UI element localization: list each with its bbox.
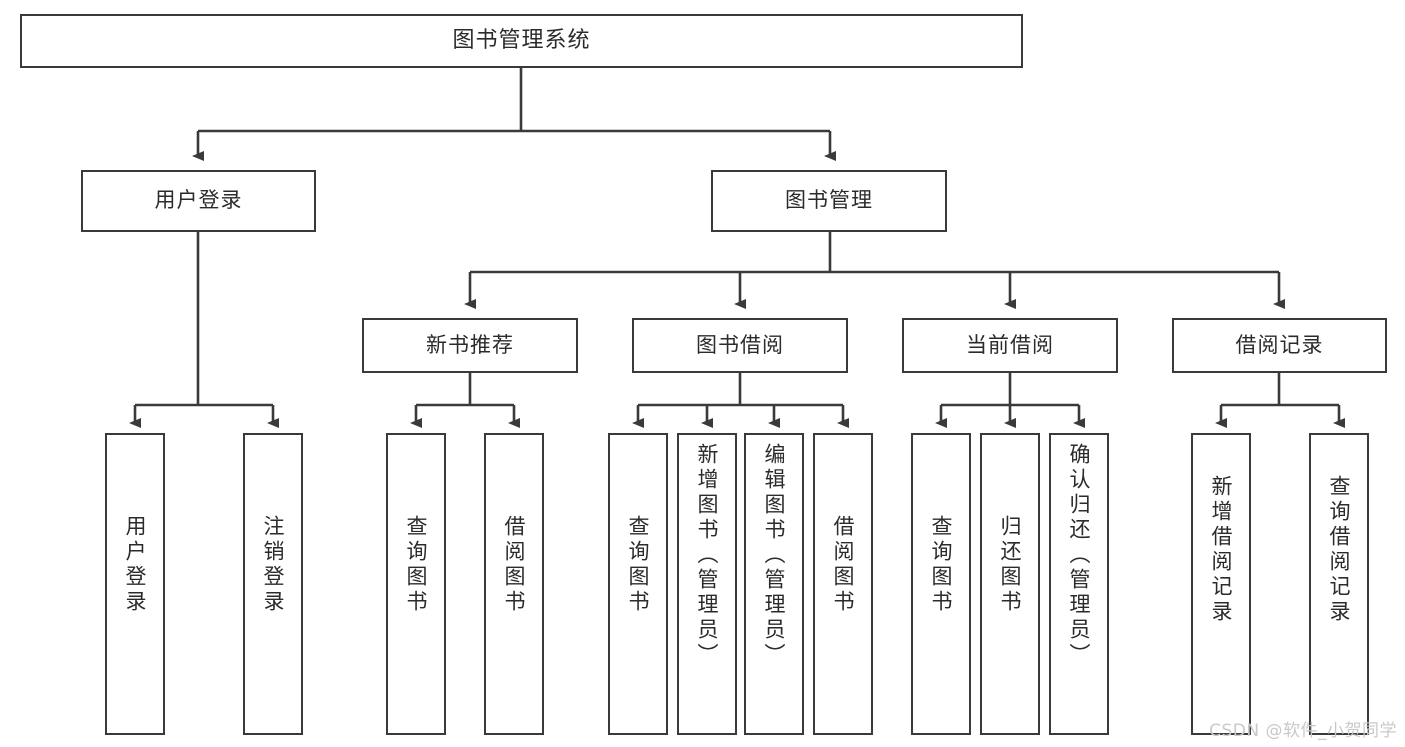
- leaf-user-logout[interactable]: 注销登录: [243, 433, 303, 735]
- leaf-record-add[interactable]: 新增借阅记录: [1191, 433, 1251, 735]
- node-label: 编辑图书（管理员）: [762, 443, 787, 668]
- node-label: 归还图书: [998, 515, 1023, 615]
- leaf-new-book-borrow[interactable]: 借阅图书: [484, 433, 544, 735]
- node-borrowing-record[interactable]: 借阅记录: [1172, 318, 1387, 373]
- node-label: 新增图书（管理员）: [695, 443, 720, 668]
- node-label: 查询图书: [404, 515, 429, 615]
- leaf-borrow-add-book-admin[interactable]: 新增图书（管理员）: [677, 433, 737, 735]
- node-label: 图书管理: [785, 188, 873, 213]
- csdn-watermark: CSDN @软件_小贺同学: [1209, 721, 1397, 741]
- node-label: 借阅图书: [831, 515, 856, 615]
- node-label: 新书推荐: [426, 332, 514, 357]
- node-user-login[interactable]: 用户登录: [81, 170, 316, 232]
- leaf-borrow-query-book[interactable]: 查询图书: [608, 433, 668, 735]
- leaf-borrow-edit-book-admin[interactable]: 编辑图书（管理员）: [744, 433, 804, 735]
- node-label: 用户登录: [154, 188, 243, 213]
- leaf-record-query[interactable]: 查询借阅记录: [1309, 433, 1369, 735]
- node-book-borrowing[interactable]: 图书借阅: [632, 318, 848, 373]
- node-new-book-recommendation[interactable]: 新书推荐: [362, 318, 578, 373]
- node-label: 用户登录: [123, 515, 148, 615]
- node-label: 当前借阅: [966, 332, 1054, 357]
- node-label: 确认归还（管理员）: [1067, 443, 1092, 668]
- node-book-management[interactable]: 图书管理: [711, 170, 947, 232]
- node-label: 图书借阅: [696, 332, 784, 357]
- leaf-user-login[interactable]: 用户登录: [105, 433, 165, 735]
- leaf-current-confirm-return-admin[interactable]: 确认归还（管理员）: [1049, 433, 1109, 735]
- node-label: 查询图书: [626, 515, 651, 615]
- leaf-borrow-borrow-book[interactable]: 借阅图书: [813, 433, 873, 735]
- leaf-new-book-query[interactable]: 查询图书: [386, 433, 446, 735]
- leaf-current-return-book[interactable]: 归还图书: [980, 433, 1040, 735]
- node-label: 注销登录: [261, 515, 286, 615]
- node-current-borrowing[interactable]: 当前借阅: [902, 318, 1118, 373]
- node-label: 图书管理系统: [452, 27, 591, 53]
- node-label: 查询借阅记录: [1327, 475, 1352, 625]
- node-root-book-management-system[interactable]: 图书管理系统: [20, 14, 1023, 68]
- leaf-current-query-book[interactable]: 查询图书: [911, 433, 971, 735]
- node-label: 查询图书: [929, 515, 954, 615]
- node-label: 新增借阅记录: [1209, 475, 1234, 625]
- node-label: 借阅图书: [502, 515, 527, 615]
- node-label: 借阅记录: [1235, 332, 1324, 357]
